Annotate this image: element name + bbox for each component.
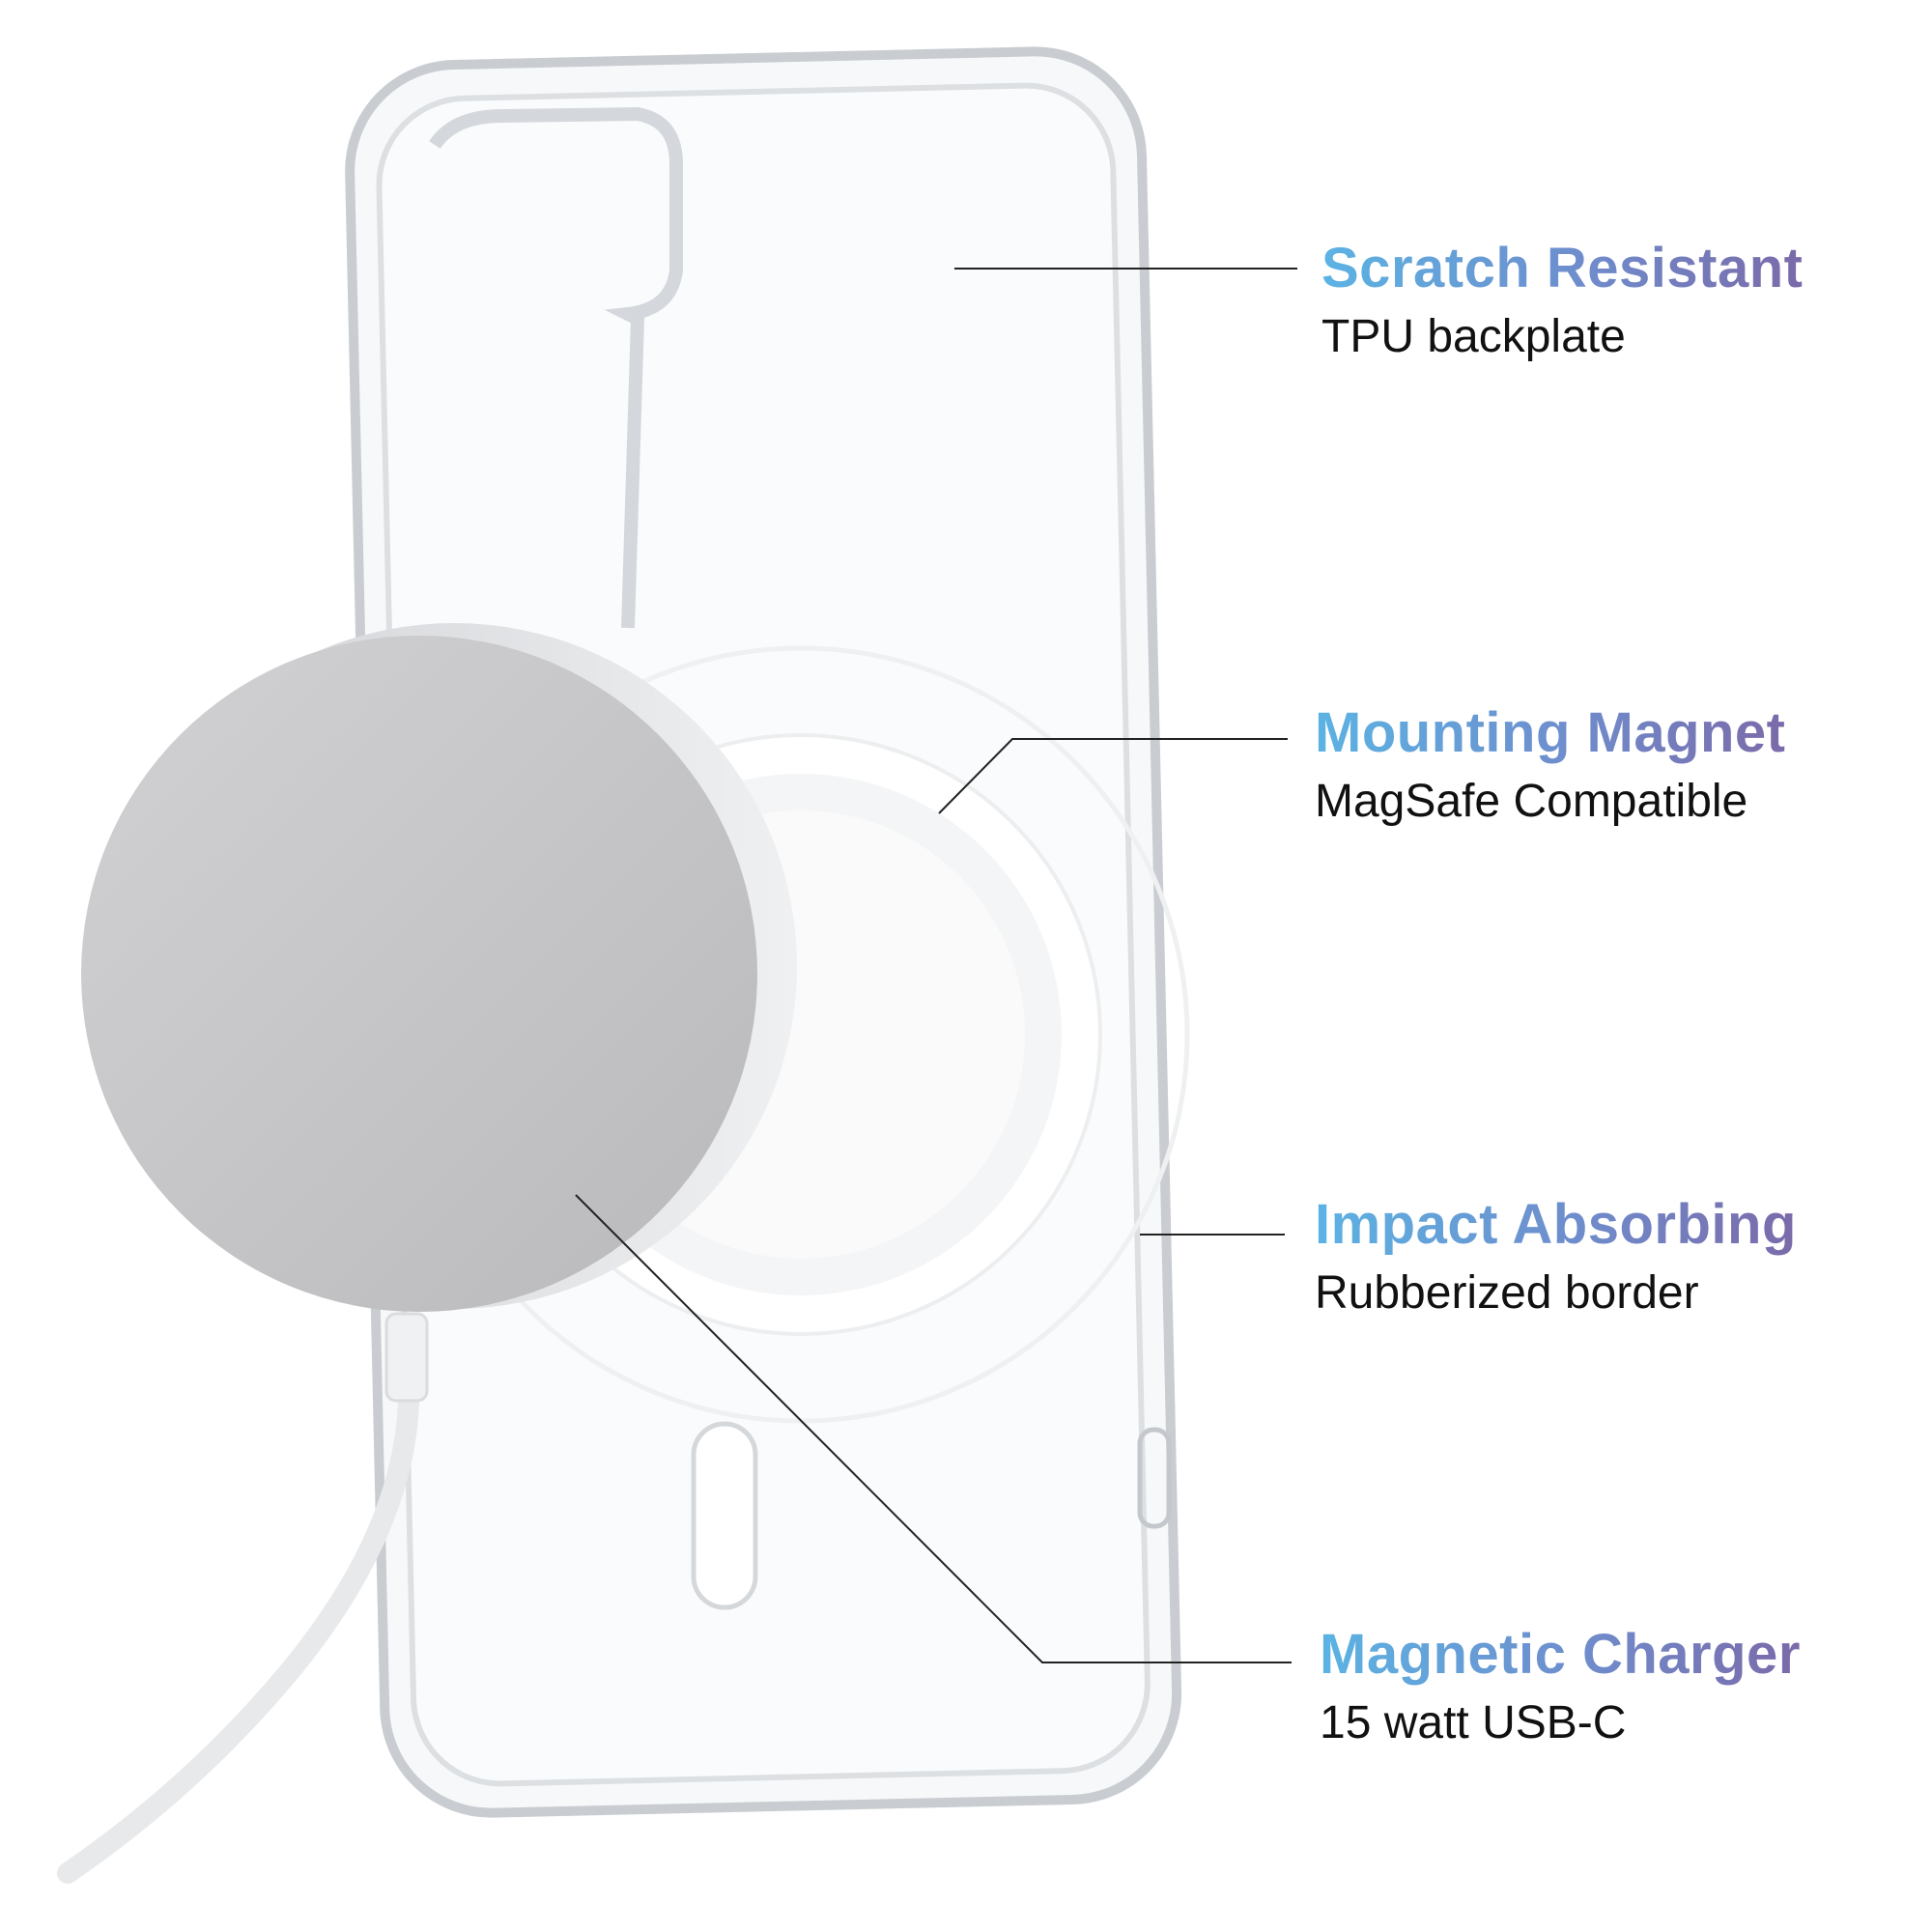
charger-cable (57, 1342, 420, 1884)
feature-impact-absorbing: Impact Absorbing Rubberized border (1315, 1191, 1797, 1322)
alignment-slot (691, 1421, 758, 1610)
feature-mounting-magnet: Mounting Magnet MagSafe Compatible (1315, 699, 1786, 831)
feature-subtitle: 15 watt USB-C (1320, 1697, 1627, 1748)
feature-subtitle: Rubberized border (1315, 1267, 1699, 1319)
feature-title: Impact Absorbing (1315, 1191, 1797, 1259)
callout-lines (575, 268, 1297, 1663)
feature-title: Scratch Resistant (1321, 235, 1803, 302)
feature-title: Mounting Magnet (1315, 699, 1786, 767)
feature-subtitle: MagSafe Compatible (1315, 776, 1748, 827)
feature-subtitle: TPU backplate (1321, 311, 1626, 362)
magnetic-charger-disc (81, 623, 797, 1312)
cable-strain-relief (384, 1312, 429, 1403)
feature-magnetic-charger: Magnetic Charger 15 watt USB-C (1320, 1621, 1801, 1752)
feature-scratch-resistant: Scratch Resistant TPU backplate (1321, 235, 1803, 366)
feature-title: Magnetic Charger (1320, 1621, 1801, 1689)
